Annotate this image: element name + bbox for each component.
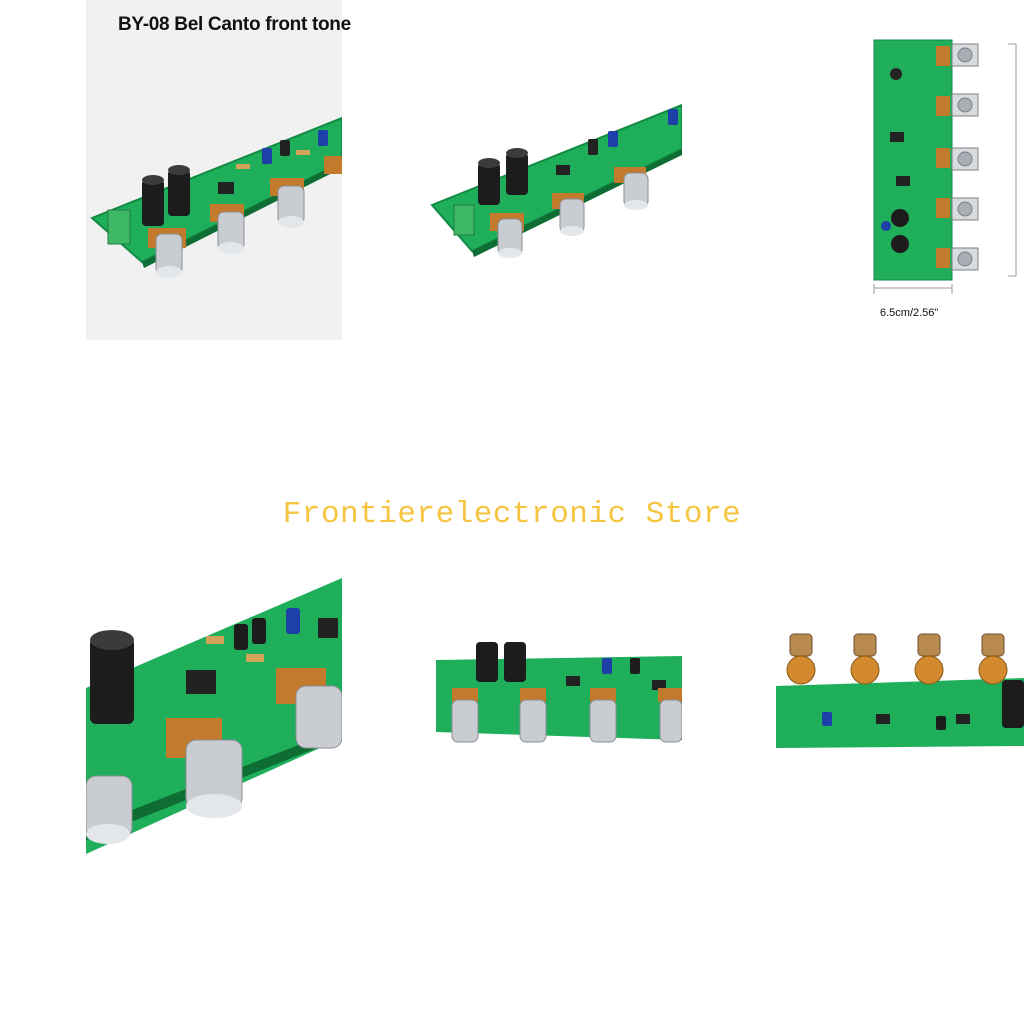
- pcb-illustration: [436, 642, 682, 743]
- caption-title: BY-08 Bel Canto front tone: [118, 14, 351, 35]
- product-photo-closeup: [86, 578, 342, 854]
- product-photo-angled-1: [86, 0, 342, 340]
- pcb-illustration: [86, 578, 342, 854]
- store-watermark: Frontierelectronic Store: [282, 497, 742, 532]
- dimension-label: 6.5cm/2.56": [880, 307, 939, 319]
- product-photo-back: [776, 630, 1024, 752]
- product-photo-top-view: [866, 36, 1024, 298]
- pcb-illustration: [430, 103, 682, 258]
- product-photo-angled-2: [428, 95, 682, 275]
- pcb-illustration: [776, 633, 1024, 748]
- pcb-illustration: [90, 116, 342, 278]
- pcb-illustration: [873, 39, 1017, 294]
- product-photo-front: [436, 636, 682, 748]
